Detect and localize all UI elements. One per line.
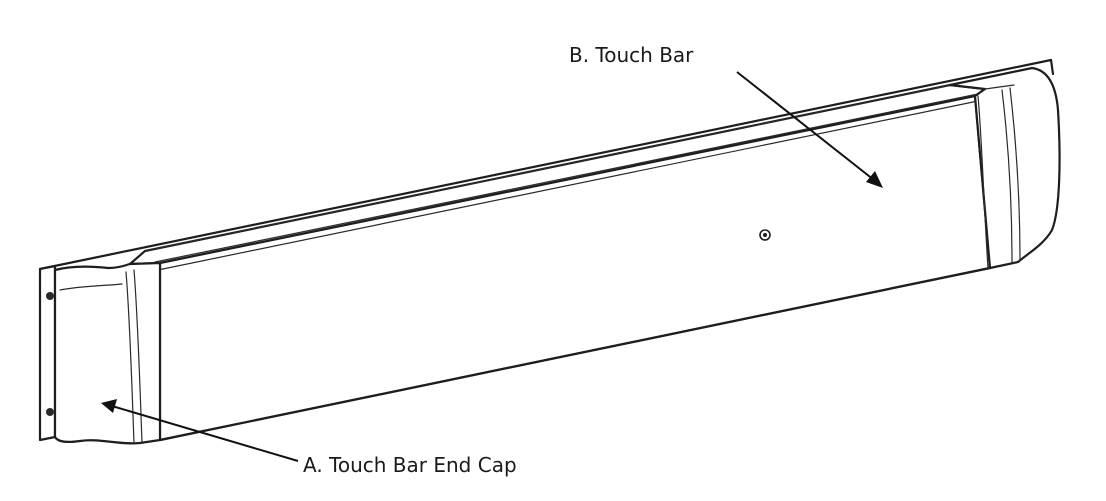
touch-bar-body: [128, 83, 992, 442]
callout-a-arrowhead: [101, 399, 117, 413]
sensor-hole: [759, 229, 771, 241]
bolt-icon: [46, 292, 54, 300]
callout-a: A. Touch Bar End Cap: [101, 399, 517, 477]
left-end-cap: [46, 261, 162, 445]
callout-b-label: B. Touch Bar: [569, 43, 694, 67]
bolt-icon: [46, 408, 54, 416]
callout-a-leader: [111, 405, 299, 462]
right-end-cap: [948, 66, 1061, 270]
callout-a-label: A. Touch Bar End Cap: [303, 453, 517, 477]
callout-b-leader: [736, 71, 875, 181]
callout-b-arrowhead: [866, 171, 883, 188]
callout-b: B. Touch Bar: [569, 43, 883, 188]
